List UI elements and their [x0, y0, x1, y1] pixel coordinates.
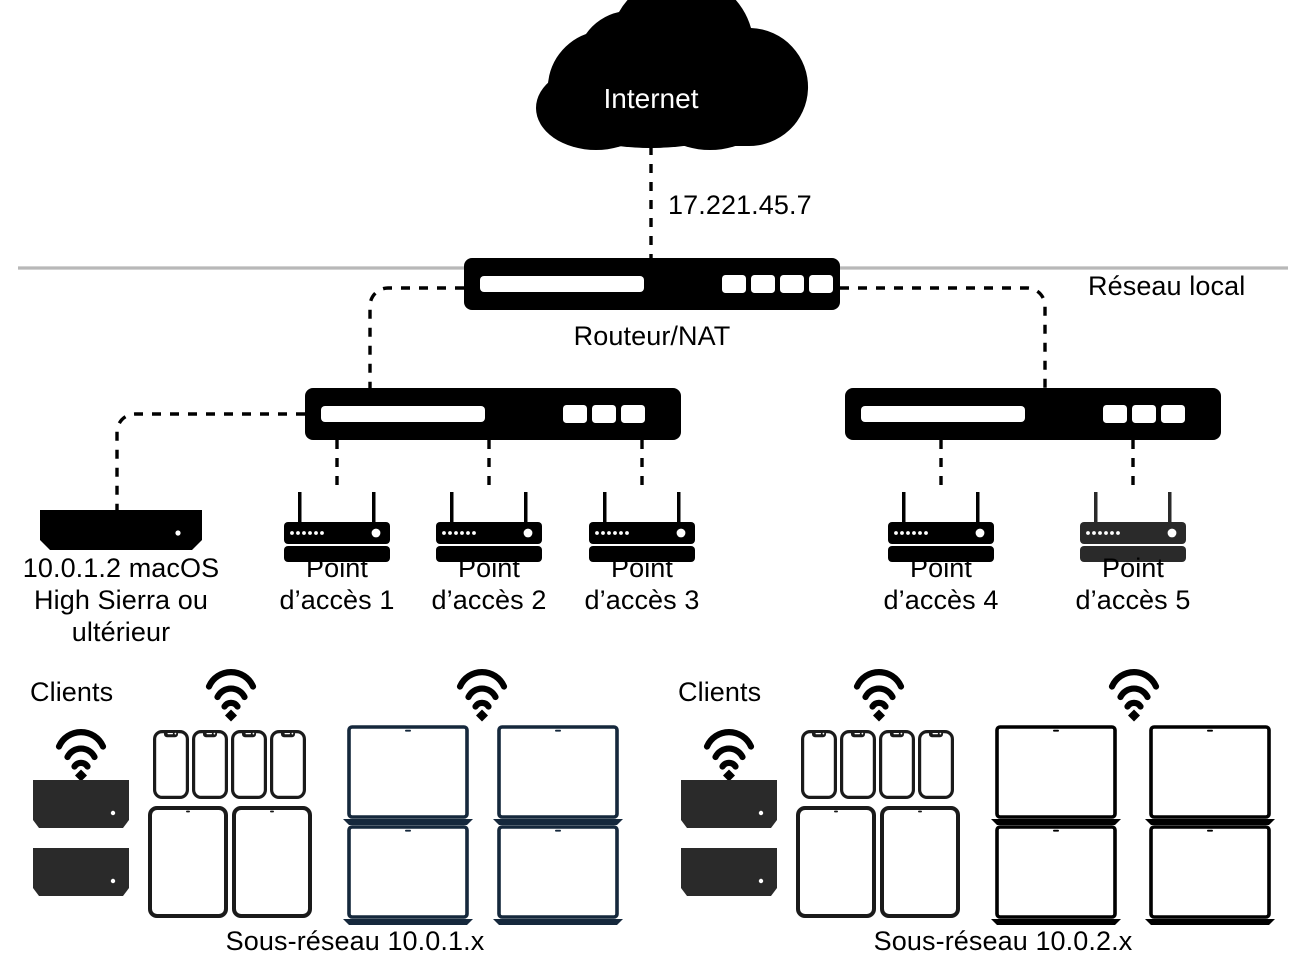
access-point-5-label: Point d’accès 5: [1075, 553, 1191, 615]
client-tablet-left-1: [148, 806, 228, 918]
router-to-left-switch: [368, 286, 464, 388]
internet-label: Internet: [603, 83, 699, 114]
client-tablet-right-1: [796, 806, 876, 918]
client-tablet-left-2: [232, 806, 312, 918]
router-device: [464, 258, 840, 310]
router-label: Routeur/NAT: [573, 321, 731, 351]
client-laptop-left-3: [341, 825, 475, 927]
access-point-2-label: Point d’accès 2: [431, 553, 547, 615]
client-phone-left-3: [231, 729, 267, 800]
subnet-label-left: Sous-réseau 10.0.1.x: [225, 926, 485, 956]
wifi-icon-right-macminis: [707, 732, 751, 781]
access-point-1-label: Point d’accès 1: [279, 553, 395, 615]
client-macmini-right-1: [681, 780, 777, 828]
client-phone-left-2: [192, 729, 228, 800]
client-phone-right-4: [917, 729, 955, 800]
client-phone-left-4: [270, 729, 306, 800]
local-network-label: Réseau local: [1088, 271, 1246, 301]
client-laptop-right-1: [989, 725, 1123, 827]
wifi-icon-right-laptops: [1112, 672, 1156, 721]
macmini-server: [40, 510, 202, 550]
client-laptop-right-3: [989, 825, 1123, 927]
client-phone-right-1: [800, 729, 838, 800]
client-phone-left-1: [153, 729, 189, 800]
access-point-4-label: Point d’accès 4: [883, 553, 999, 615]
wan-ip-label: 17.221.45.7: [668, 190, 812, 220]
client-macmini-left-1: [33, 780, 129, 828]
wifi-icon-left-macminis: [59, 732, 103, 781]
macmini-server-label: 10.0.1.2 macOS High Sierra ou ultérieur: [22, 553, 220, 647]
wifi-icon-left-mobiles: [209, 672, 253, 721]
client-phone-right-3: [878, 729, 916, 800]
client-macmini-right-2: [681, 848, 777, 896]
client-macmini-left-2: [33, 848, 129, 896]
client-laptop-left-2: [491, 725, 625, 827]
client-laptop-left-1: [341, 725, 475, 827]
client-laptop-right-4: [1143, 825, 1277, 927]
client-laptop-left-4: [491, 825, 625, 927]
wifi-icon-left-laptops: [460, 672, 504, 721]
subnet-label-right: Sous-réseau 10.0.2.x: [873, 926, 1133, 956]
client-tablet-right-2: [880, 806, 960, 918]
internet-cloud: [536, 0, 809, 150]
client-phone-right-2: [839, 729, 877, 800]
switch-to-macmini-link: [115, 412, 305, 512]
switch-right-device: [845, 388, 1221, 440]
clients-label-left: Clients: [30, 677, 114, 707]
wifi-icon-right-mobiles: [857, 672, 901, 721]
switch-left-device: [305, 388, 681, 440]
client-laptop-right-2: [1143, 725, 1277, 827]
clients-label-right: Clients: [678, 677, 762, 707]
access-point-3-label: Point d’accès 3: [584, 553, 700, 615]
router-to-right-switch: [840, 286, 1047, 388]
